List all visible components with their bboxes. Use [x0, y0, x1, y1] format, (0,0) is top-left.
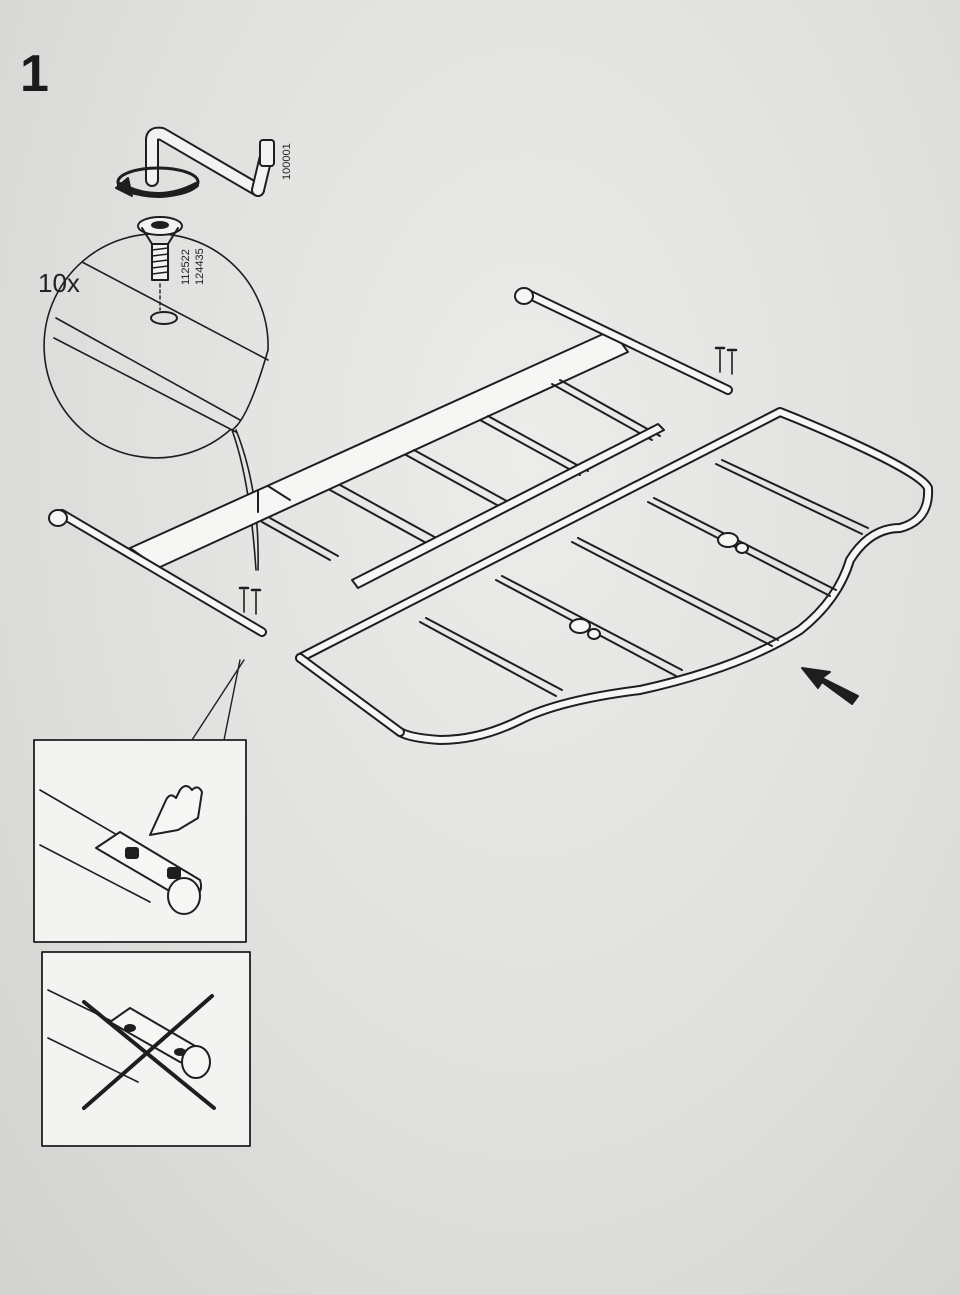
bed-side-rail-right	[514, 287, 738, 395]
bed-side-rail-left	[48, 509, 267, 637]
pointing-hand-icon	[149, 785, 203, 836]
direction-arrow-icon	[801, 667, 859, 705]
bed-curved-end-frame	[295, 407, 934, 745]
incorrect-orientation-box	[41, 951, 251, 1147]
bed-headboard-frame	[129, 329, 665, 589]
rotate-arrow-icon	[115, 166, 200, 198]
cross-mark-icon	[82, 994, 216, 1110]
correct-orientation-box	[33, 739, 247, 943]
allen-key-icon	[145, 126, 275, 197]
bolt-icon	[137, 216, 183, 325]
step-number: 1	[20, 45, 49, 103]
